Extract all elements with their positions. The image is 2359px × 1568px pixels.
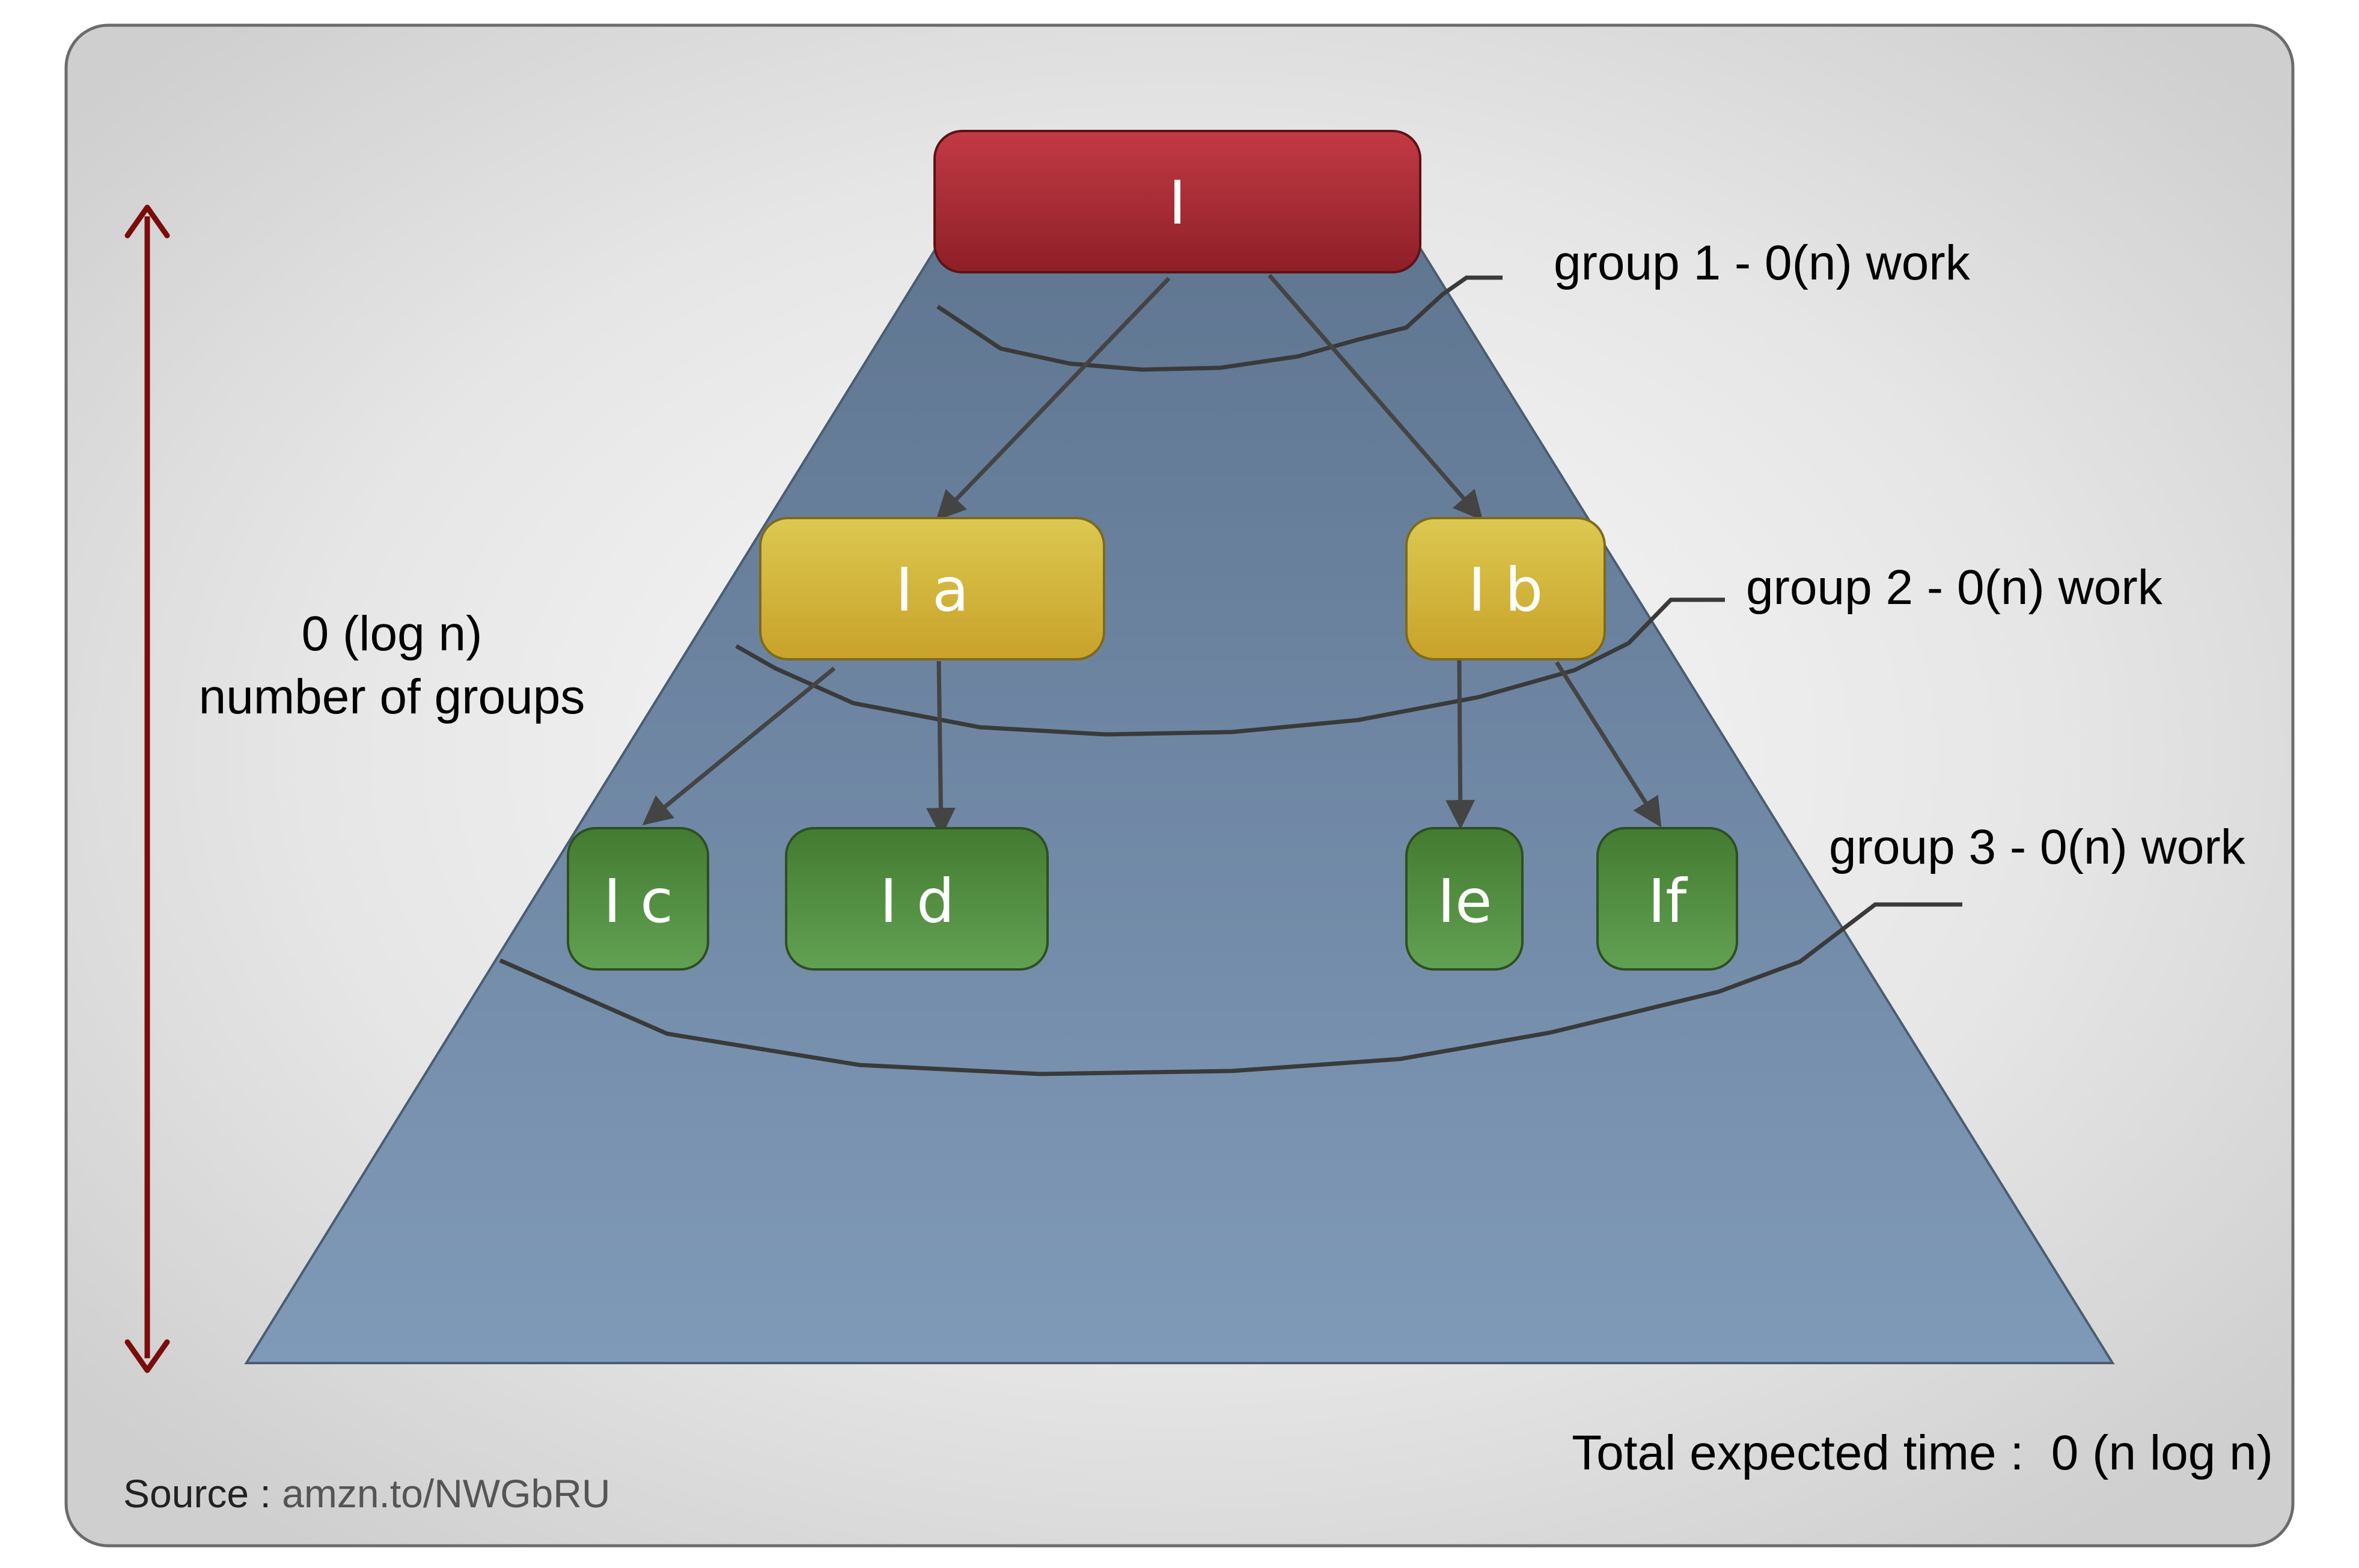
- node-c: I c: [567, 827, 709, 971]
- group-3-label: group 3 - 0(n) work: [1829, 820, 2246, 874]
- node-f: If: [1596, 827, 1738, 971]
- depth-label-line1: 0 (log n): [302, 606, 483, 661]
- node-e: Ie: [1405, 827, 1524, 971]
- edge-a-to-d: [926, 660, 956, 838]
- source-line: Source : amzn.to/NWGbRU: [123, 1471, 611, 1516]
- edge-root-to-b: [1268, 273, 1483, 521]
- depth-double-arrow: [124, 204, 170, 1373]
- node-d: I d: [785, 827, 1049, 971]
- node-c-label: I c: [603, 866, 673, 936]
- group-2-label: group 2 - 0(n) work: [1746, 560, 2163, 615]
- node-d-label: I d: [880, 866, 955, 936]
- source-link[interactable]: amzn.to/NWGbRU: [282, 1471, 610, 1516]
- node-b-label: I b: [1468, 555, 1543, 625]
- node-root: I: [933, 130, 1421, 273]
- edge-b-to-f: [1555, 661, 1662, 828]
- node-e-label: Ie: [1437, 866, 1492, 936]
- group-2-boundary-curve: [735, 597, 1725, 737]
- group-1-label: group 1 - 0(n) work: [1554, 236, 1971, 290]
- total-expected-time: Total expected time : 0 (n log n): [1572, 1426, 2273, 1480]
- depth-label-line2: number of groups: [199, 670, 585, 724]
- group-3-boundary-curve: [499, 902, 1962, 1076]
- node-root-label: I: [1168, 168, 1186, 238]
- edge-b-to-e: [1445, 659, 1476, 830]
- source-prefix: Source :: [123, 1471, 282, 1516]
- edge-root-to-a: [936, 276, 1171, 520]
- group-1-boundary-curve: [936, 275, 1503, 372]
- node-b: I b: [1405, 517, 1606, 660]
- node-f-label: If: [1648, 866, 1688, 936]
- node-a: I a: [759, 517, 1105, 660]
- edge-a-to-c: [642, 667, 836, 826]
- node-a-label: I a: [896, 555, 969, 625]
